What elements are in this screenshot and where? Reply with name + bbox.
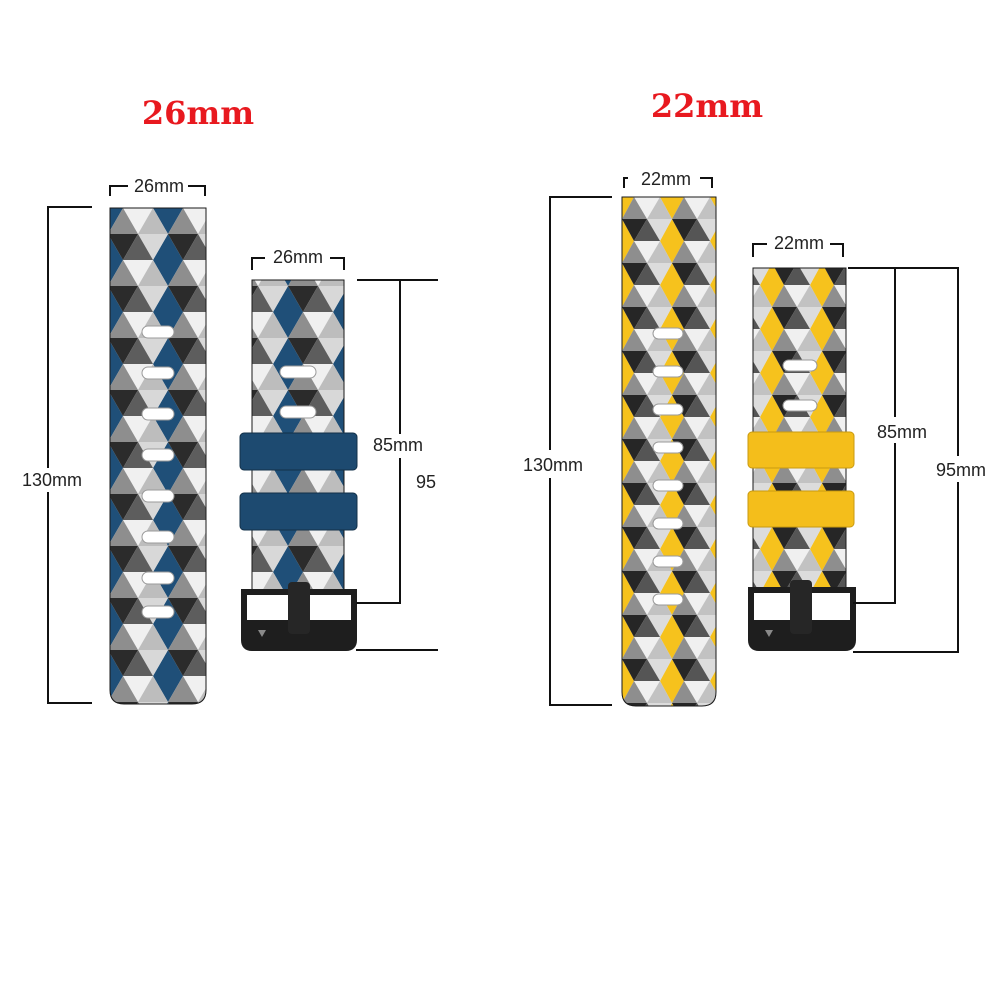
length-dimension-line <box>549 196 612 706</box>
inner-length-label: 85mm <box>877 422 927 442</box>
length-dimension-line <box>47 206 92 704</box>
short-strap <box>747 267 856 651</box>
strap-holes <box>141 325 175 619</box>
buckle <box>241 582 357 651</box>
short-width-dimension-line <box>752 243 844 257</box>
variant-title: 26mm <box>142 94 254 132</box>
short-strap <box>239 279 358 651</box>
keeper-loop <box>747 431 855 469</box>
buckle <box>748 580 856 651</box>
short-width-label: 22mm <box>774 233 824 253</box>
width-label: 22mm <box>641 169 691 189</box>
inner-dimension-line <box>848 267 896 604</box>
outer-length-label: 95mm <box>936 460 986 480</box>
short-width-label: 26mm <box>273 247 323 267</box>
inner-dimension-line <box>356 279 401 604</box>
short-width-dimension-line <box>251 257 345 270</box>
width-dimension-line <box>109 185 206 196</box>
strap-holes <box>652 327 684 606</box>
keeper-loop <box>239 432 358 471</box>
width-label: 26mm <box>134 176 184 196</box>
keeper-loop <box>747 490 855 528</box>
keeper-loop <box>239 492 358 531</box>
long-strap <box>621 196 717 707</box>
inner-length-label: 85mm <box>373 435 423 455</box>
width-dimension-line <box>623 177 713 188</box>
variant-title: 22mm <box>651 87 763 125</box>
length-label: 130mm <box>22 470 82 490</box>
outer-length-label: 95 <box>416 472 436 492</box>
long-strap <box>109 207 207 705</box>
length-label: 130mm <box>523 455 583 475</box>
